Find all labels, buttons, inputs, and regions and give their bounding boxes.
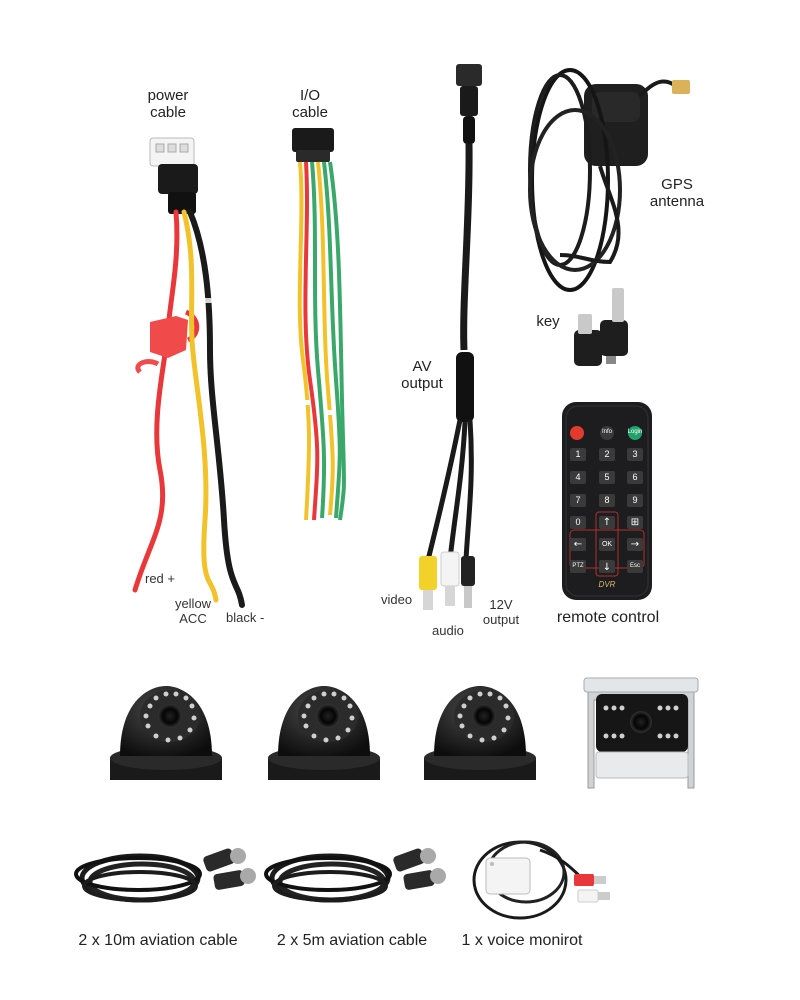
remote-key-4: 4 (575, 472, 581, 482)
power-cable (132, 137, 245, 608)
label-gps-line2: antenna (649, 193, 705, 210)
label-yellow-line2: ACC (179, 611, 207, 626)
remote-key-1: 1 (575, 449, 581, 459)
svg-text:←: ← (574, 539, 582, 550)
label-black-wire: black - (226, 610, 265, 625)
label-red-wire: red + (145, 571, 175, 586)
label-av-output: AV output (394, 358, 450, 392)
label-audio: audio (432, 623, 464, 638)
remote-key-2: 2 (604, 449, 610, 459)
remote-control: ↑ ← → ↓ ⊞ (562, 402, 652, 600)
svg-text:↓: ↓ (603, 562, 611, 573)
label-power-cable: power cable (138, 87, 198, 121)
label-av-line1: AV (412, 358, 432, 375)
remote-key-esc: Esc (629, 563, 640, 569)
remote-brand: DVR (598, 580, 616, 589)
svg-text:→: → (631, 539, 639, 550)
aviation-cable-5m (264, 848, 446, 903)
remote-info-label: Info (601, 429, 612, 435)
remote-key-ok: OK (601, 541, 613, 548)
dome-camera (110, 686, 222, 780)
caption-10m-cable: 2 x 10m aviation cable (78, 932, 238, 949)
label-power-cable-line1: power (147, 87, 189, 104)
remote-key-7: 7 (575, 495, 581, 505)
label-yellow-line1: yellow (174, 596, 212, 611)
remote-key-5: 5 (604, 472, 610, 482)
rear-view-camera (583, 677, 699, 789)
caption-5m-cable: 2 x 5m aviation cable (276, 932, 428, 949)
label-io-cable-line2: cable (292, 104, 328, 121)
svg-text:↑: ↑ (603, 517, 611, 528)
remote-key-9: 9 (632, 495, 638, 505)
label-power-cable-line2: cable (150, 104, 186, 121)
label-gps-antenna: GPS antenna (644, 176, 710, 210)
label-av-line2: output (401, 375, 443, 392)
label-io-cable-line1: I/O (299, 87, 320, 104)
label-yellow-acc: yellow ACC (170, 596, 216, 626)
remote-key-0: 0 (575, 517, 581, 527)
label-12v-line1: 12V (489, 597, 513, 612)
gps-antenna (528, 68, 690, 292)
remote-key-ptz: PTZ (572, 563, 584, 569)
remote-key-3: 3 (632, 449, 638, 459)
dome-camera (268, 686, 380, 780)
io-cable (292, 128, 346, 521)
caption-voice-monitor: 1 x voice monirot (461, 932, 583, 949)
remote-login-label: Login (627, 429, 643, 435)
svg-text:⊞: ⊞ (631, 517, 639, 528)
label-remote-control: remote control (556, 609, 660, 626)
label-io-cable: I/O cable (282, 87, 338, 121)
label-key: key (536, 313, 560, 330)
voice-monitor (472, 840, 610, 920)
label-12v-line2: output (482, 612, 520, 627)
label-video: video (381, 592, 413, 607)
keys (574, 288, 628, 366)
dome-camera (424, 686, 536, 780)
label-12v-output: 12V output (476, 597, 526, 627)
remote-key-6: 6 (632, 472, 638, 482)
av-output-cable (419, 64, 482, 610)
aviation-cable-10m (74, 848, 256, 903)
label-gps-line1: GPS (661, 176, 693, 193)
remote-key-8: 8 (604, 495, 610, 505)
